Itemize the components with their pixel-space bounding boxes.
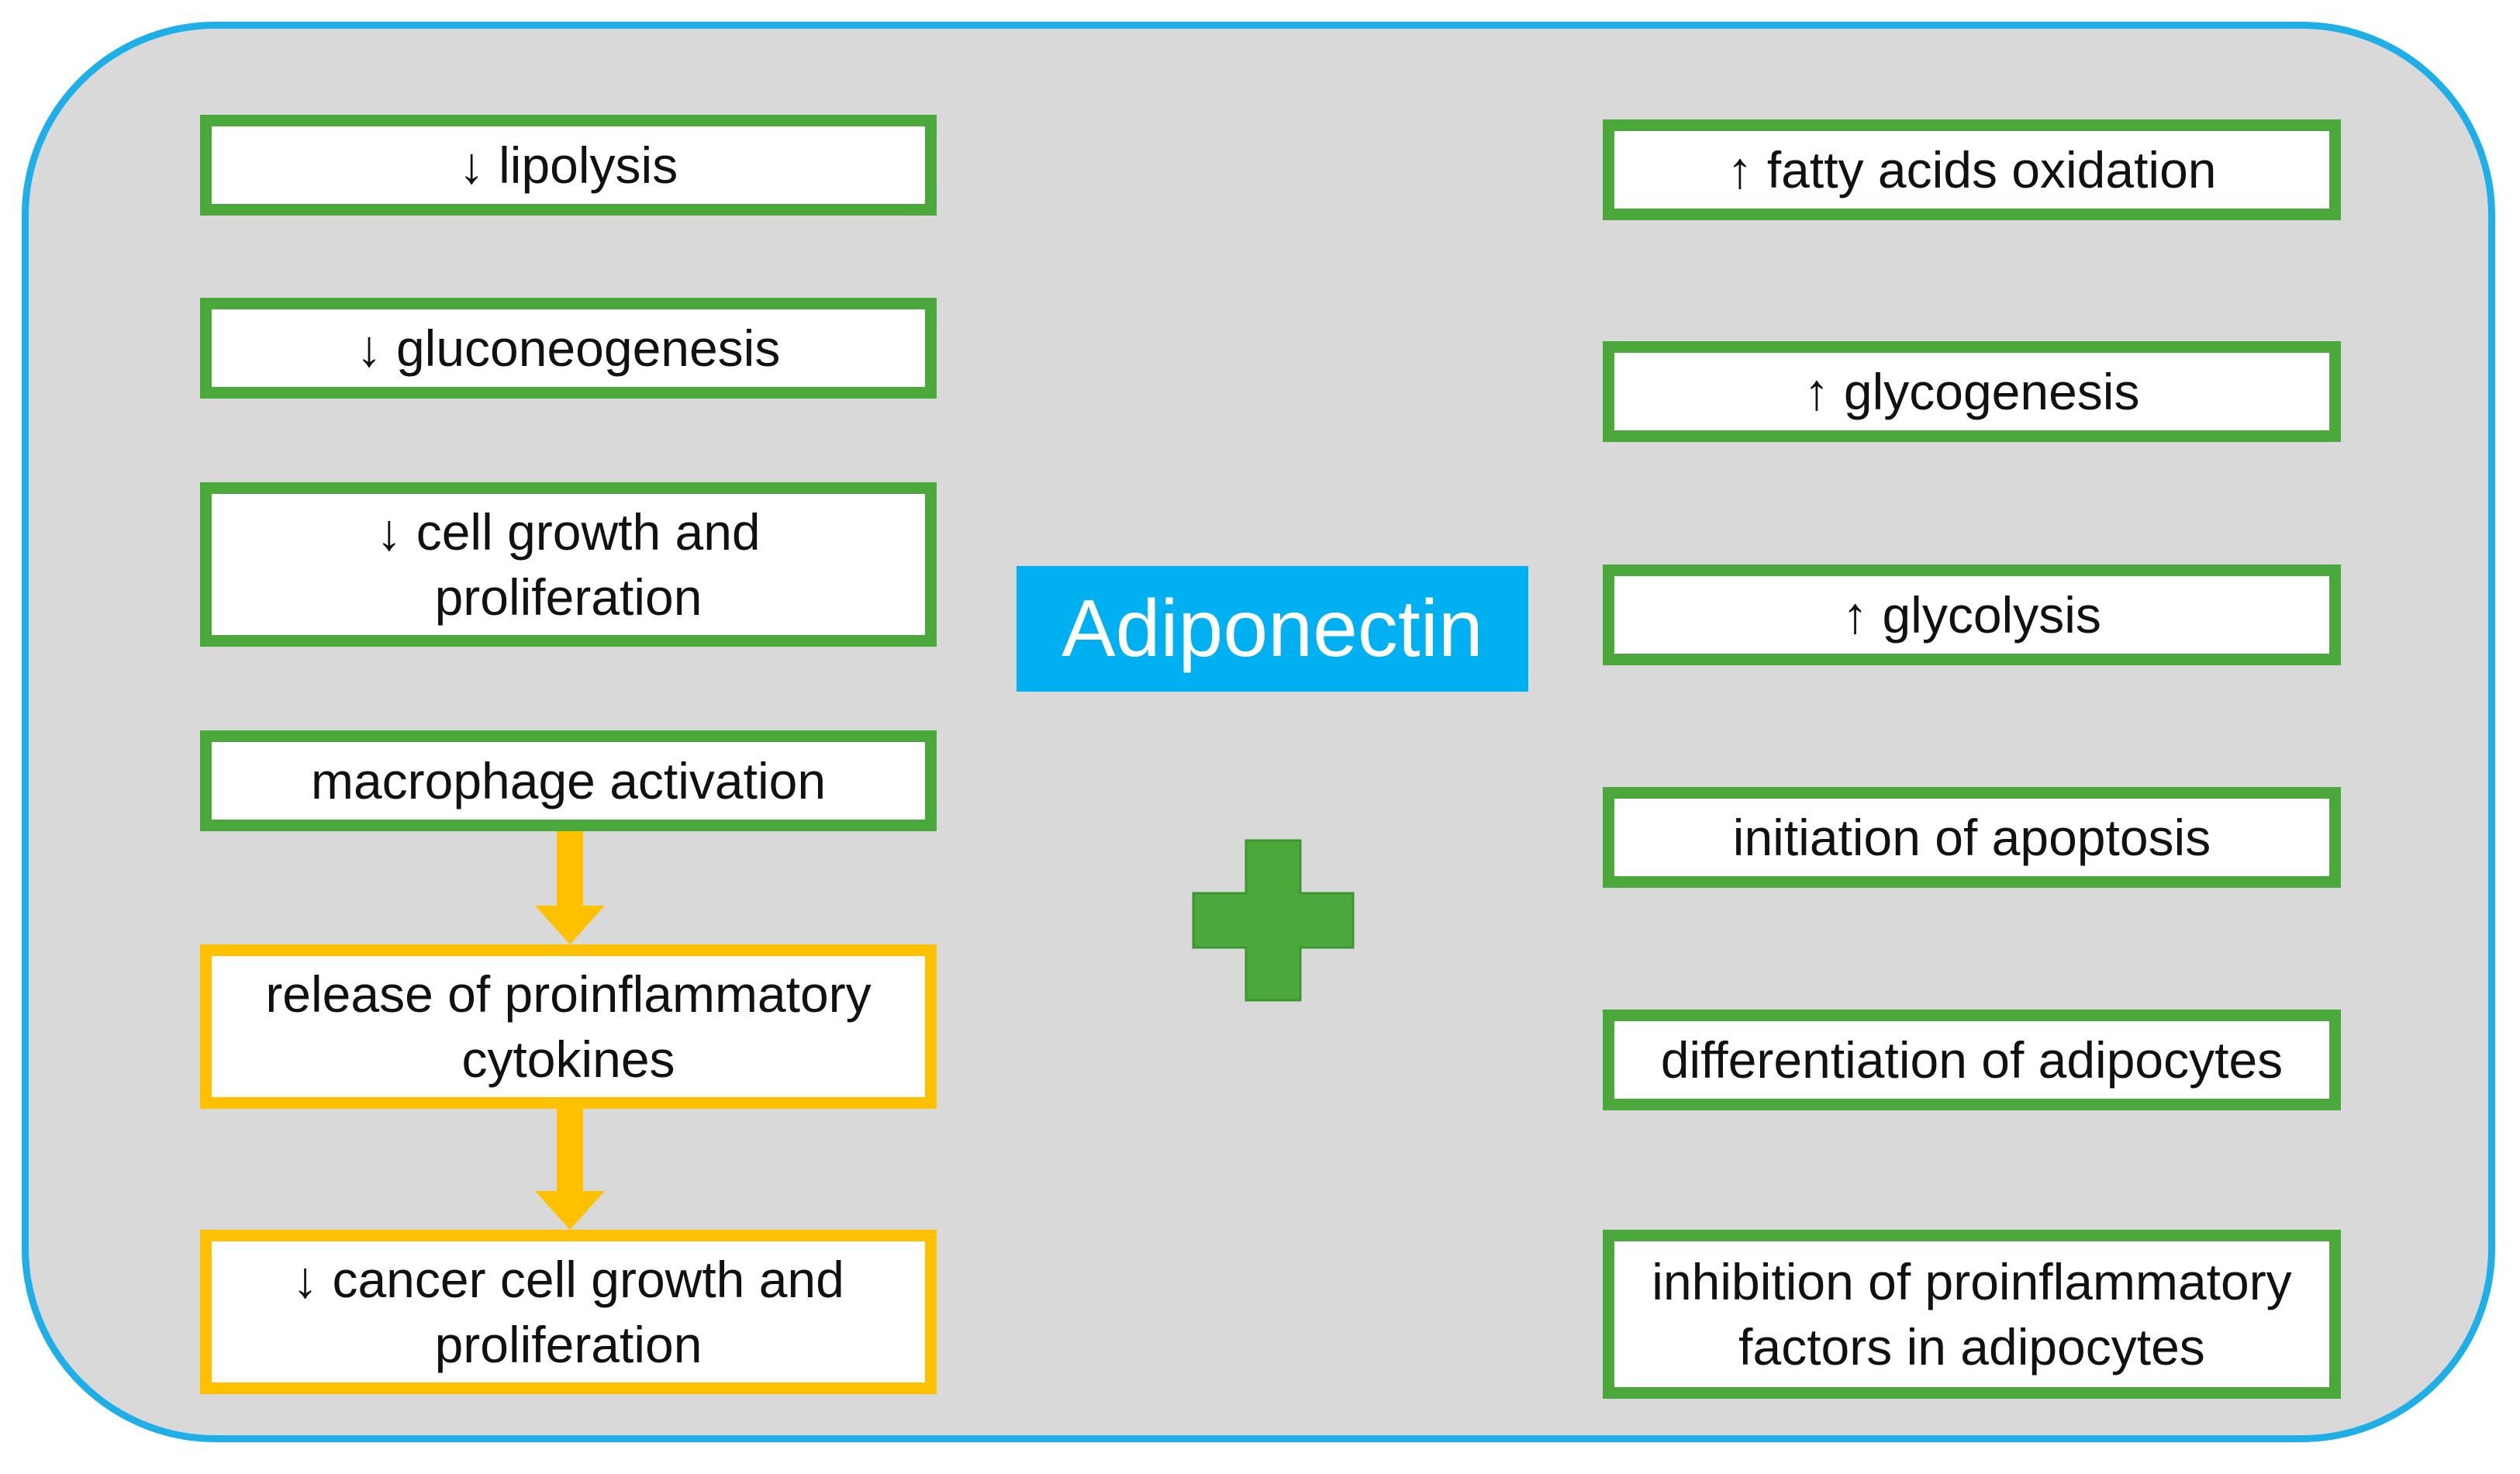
left-box-cancer-cell-growth-text: ↓ cancer cell growth and proliferation (292, 1251, 844, 1373)
plus-icon (1192, 839, 1355, 1002)
right-box-fatty-acids-oxidation: ↑ fatty acids oxidation (1603, 119, 2341, 220)
left-box-macrophage-activation-text: macrophage activation (310, 752, 827, 809)
right-box-inflammatory-inhibition: inhibition of proinflammatory factors in… (1603, 1230, 2341, 1399)
left-box-lipolysis: ↓ lipolysis (200, 115, 937, 216)
left-box-cell-growth: ↓ cell growth and proliferation (200, 482, 937, 647)
adiponectin-title: Adiponectin (1017, 566, 1528, 692)
right-box-apoptosis: initiation of apoptosis (1603, 787, 2341, 888)
right-box-glycogenesis: ↑ glycogenesis (1603, 341, 2341, 442)
left-box-gluconeogenesis: ↓ gluconeogenesis (200, 298, 937, 399)
flow-arrow-down-1 (535, 831, 605, 944)
flow-arrow-down-2 (535, 1109, 605, 1230)
adiponectin-title-text: Adiponectin (1062, 583, 1483, 674)
right-box-glycolysis: ↑ glycolysis (1603, 564, 2341, 665)
right-box-adipocyte-differentiation: differentiation of adipocytes (1603, 1010, 2341, 1110)
left-box-cytokine-release-text: release of proinflammatory cytokines (265, 965, 872, 1088)
right-box-adipocyte-differentiation-text: differentiation of adipocytes (1660, 1031, 2284, 1089)
left-box-cell-growth-text: ↓ cell growth and proliferation (376, 503, 761, 626)
right-box-glycogenesis-text: ↑ glycogenesis (1804, 363, 2140, 420)
right-box-glycolysis-text: ↑ glycolysis (1842, 586, 2101, 644)
right-box-apoptosis-text: initiation of apoptosis (1732, 809, 2211, 866)
left-box-lipolysis-text: ↓ lipolysis (458, 136, 678, 194)
left-box-cytokine-release: release of proinflammatory cytokines (200, 944, 937, 1109)
left-box-cancer-cell-growth: ↓ cancer cell growth and proliferation (200, 1230, 937, 1394)
right-box-inflammatory-inhibition-text: inhibition of proinflammatory factors in… (1652, 1253, 2292, 1376)
left-box-macrophage-activation: macrophage activation (200, 730, 937, 831)
right-box-fatty-acids-oxidation-text: ↑ fatty acids oxidation (1727, 141, 2217, 198)
left-box-gluconeogenesis-text: ↓ gluconeogenesis (356, 319, 781, 377)
